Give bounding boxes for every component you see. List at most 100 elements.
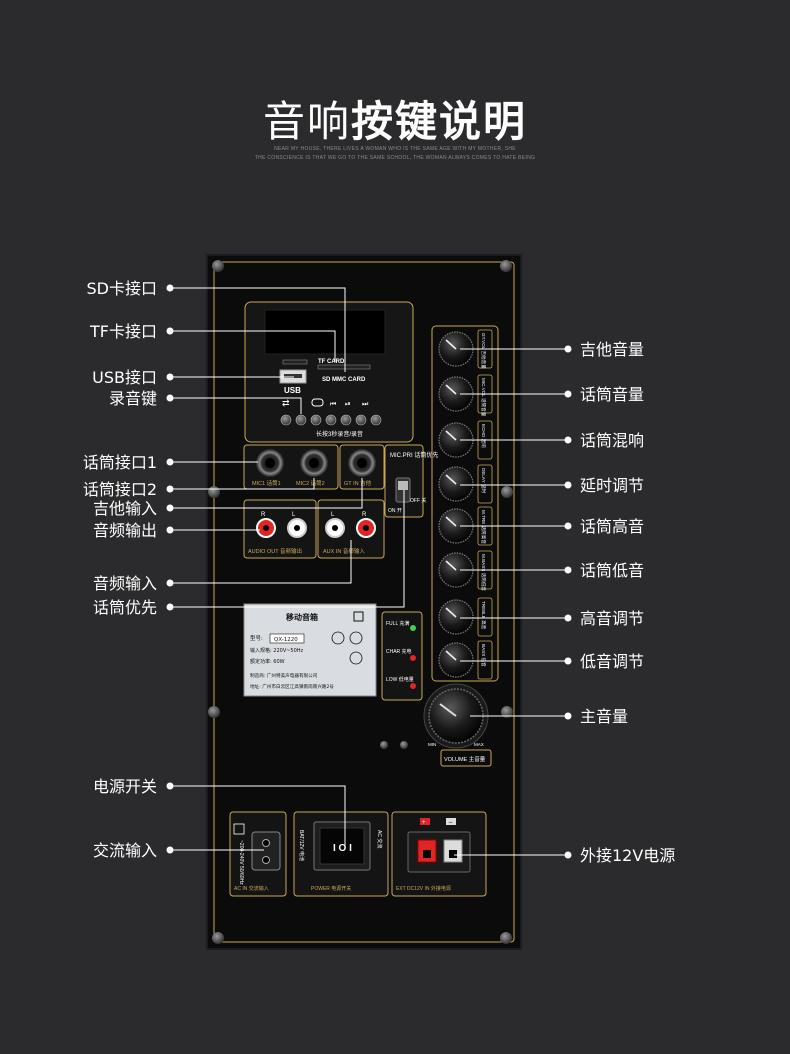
knob-label-frame bbox=[477, 640, 493, 680]
knob-pointer bbox=[445, 560, 457, 571]
knob-pointer bbox=[445, 430, 457, 441]
callout-dot-icon bbox=[166, 526, 174, 534]
ac-spec-label: ~200-240V 50/60Hz bbox=[238, 840, 244, 885]
minus-marker-icon bbox=[446, 818, 456, 825]
media-module: TF CARD SD MMC CARD USB ⇄ ⏮ ⏯ ⏭ 长按3秒录音/录… bbox=[244, 301, 414, 443]
knob-label-frame bbox=[477, 464, 493, 504]
vol-max-label: MAX bbox=[474, 742, 484, 747]
knob-pointer bbox=[445, 339, 457, 350]
callout-labels: SD卡接口TF卡接口USB接口录音键话筒接口1话筒接口2吉他输入音频输出音频输入… bbox=[83, 279, 676, 865]
left-label-8: 音频输出 bbox=[93, 521, 157, 540]
led-low bbox=[410, 683, 416, 689]
knob-label-2: MIC.VOL 话筒音量 bbox=[480, 378, 487, 417]
media-button-repeat[interactable] bbox=[280, 414, 292, 426]
power-switch[interactable] bbox=[319, 827, 365, 865]
left-callout-line-4 bbox=[170, 397, 302, 414]
left-label-10: 话筒优先 bbox=[93, 598, 157, 617]
double-insulation-icon bbox=[233, 823, 245, 835]
nameplate-input: 输入规格: 220V~50Hz bbox=[250, 647, 304, 654]
callout-dot-icon bbox=[166, 327, 174, 335]
ext-dc-group: + − EXT DC12V IN 外接电源 bbox=[391, 811, 487, 897]
mic-priority-off: OFF 关 bbox=[410, 497, 426, 504]
callout-dot-icon bbox=[564, 614, 572, 622]
mic1-jack-hole bbox=[265, 458, 275, 468]
left-callout-line-10 bbox=[170, 490, 405, 608]
mic2-label: MIC2 话筒2 bbox=[296, 479, 325, 487]
knob-pointer bbox=[445, 384, 457, 395]
audio-out-r: R bbox=[261, 512, 266, 518]
screw-icon bbox=[501, 486, 513, 498]
screw-icon bbox=[500, 260, 512, 272]
nameplate-power: 额定功率: 60W bbox=[250, 658, 285, 665]
callout-lines bbox=[170, 287, 568, 856]
usb-port-inner bbox=[284, 374, 302, 378]
left-callout-line-9 bbox=[170, 540, 352, 584]
media-button-play[interactable] bbox=[340, 414, 352, 426]
knob-label-3: ECHO 混响 bbox=[480, 424, 487, 448]
media-button-prev[interactable] bbox=[325, 414, 337, 426]
media-button-next[interactable] bbox=[355, 414, 367, 426]
left-label-9: 音频输入 bbox=[93, 574, 157, 593]
nameplate-model-box bbox=[269, 633, 305, 644]
sd-card-slot[interactable] bbox=[317, 364, 371, 370]
mic-priority-switch-group: MIC.PRI 话筒优先 ON 开 OFF 关 bbox=[384, 444, 438, 518]
ac-inlet[interactable] bbox=[251, 831, 281, 871]
knob-label-8: BASS 低音 bbox=[480, 644, 487, 667]
led-display bbox=[264, 309, 386, 355]
ac-inlet-group: ~200-240V 50/60Hz AC IN 交流输入 bbox=[229, 811, 287, 897]
input-jacks: MIC1 话筒1 MIC2 话筒2 GT IN 吉他 bbox=[243, 444, 385, 490]
screw-icon bbox=[380, 741, 388, 749]
callout-dot-icon bbox=[564, 712, 572, 720]
screw-icon bbox=[208, 486, 220, 498]
aux-in-label: AUX IN 音频输入 bbox=[323, 547, 365, 555]
mic2-jack-hole bbox=[309, 458, 319, 468]
knob-label-4: DELAY 延时 bbox=[480, 468, 487, 494]
jack-hole bbox=[294, 525, 300, 531]
media-button-extra[interactable] bbox=[370, 414, 382, 426]
callout-dot-icon bbox=[166, 394, 174, 402]
media-button-mode[interactable] bbox=[310, 414, 322, 426]
knob-column-frame bbox=[431, 325, 499, 682]
volume-label-frame bbox=[440, 749, 492, 767]
knob-pointer bbox=[445, 516, 457, 527]
callout-dot-icon bbox=[564, 345, 572, 353]
master-volume-pointer bbox=[439, 703, 457, 717]
led-full-label: FULL 充满 bbox=[386, 620, 409, 627]
right-label-1: 吉他音量 bbox=[580, 340, 644, 359]
mic-priority-switch-knob bbox=[398, 481, 408, 490]
led-char bbox=[410, 655, 416, 661]
plus-sign: + bbox=[422, 820, 426, 826]
knob-label-6: M.BASS 话筒低音 bbox=[480, 554, 487, 591]
left-label-5: 话筒接口1 bbox=[83, 453, 157, 472]
square-icon bbox=[353, 611, 364, 622]
rca-section: R L L R AUDIO OUT 音频输出 AUX IN 音频输入 bbox=[243, 499, 385, 559]
volume-label: VOLUME 主音量 bbox=[444, 755, 486, 763]
right-label-2: 话筒音量 bbox=[580, 385, 644, 404]
left-callout-line-11 bbox=[170, 785, 346, 845]
record-button[interactable] bbox=[295, 414, 307, 426]
aux-in-l: L bbox=[331, 512, 335, 518]
knob-pointer bbox=[445, 474, 457, 485]
power-switch-symbol: I O I bbox=[333, 843, 352, 854]
right-label-5: 话筒高音 bbox=[580, 517, 644, 536]
terminal-hole bbox=[423, 850, 431, 858]
right-label-6: 话筒低音 bbox=[580, 561, 644, 580]
led-low-label: LOW 低电量 bbox=[386, 676, 414, 683]
master-volume-group: MIN MAX VOLUME 主音量 bbox=[423, 683, 492, 767]
sd-card-label: SD MMC CARD bbox=[322, 377, 366, 383]
ext-dc-label: EXT DC12V IN 外接电源 bbox=[396, 885, 451, 892]
record-hint: 长按3秒录音/录音 bbox=[316, 430, 363, 438]
tf-card-slot[interactable] bbox=[282, 359, 308, 365]
knob-pointer bbox=[445, 607, 457, 618]
left-callout-line-1 bbox=[170, 287, 346, 372]
left-label-3: USB接口 bbox=[92, 368, 157, 387]
callout-dot-icon bbox=[564, 657, 572, 665]
right-label-4: 延时调节 bbox=[580, 476, 644, 495]
left-label-6: 话筒接口2 bbox=[83, 480, 157, 499]
callout-dot-icon bbox=[166, 284, 174, 292]
guitar-jack-hole bbox=[357, 458, 367, 468]
led-full bbox=[410, 625, 416, 631]
vol-min-label: MIN bbox=[428, 742, 436, 747]
nameplate-maker: 制造商: 广州特美声电器有限公司 bbox=[250, 672, 318, 679]
mic-priority-on: ON 开 bbox=[388, 508, 402, 514]
